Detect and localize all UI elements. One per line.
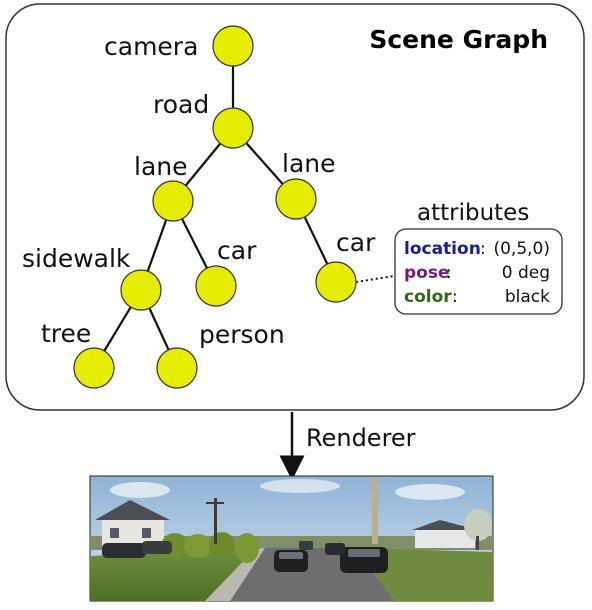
attr-key-color: color	[404, 287, 452, 307]
graph-nodes	[73, 25, 357, 389]
attributes-rows: location : (0,5,0) pose : 0 deg color : …	[404, 239, 550, 307]
attr-value-color: black	[505, 287, 550, 307]
attr-colon-pose: :	[446, 263, 452, 283]
attributes-box	[394, 228, 563, 315]
node-label-camera: camera	[104, 32, 198, 61]
attr-colon-location: :	[480, 239, 486, 259]
node-label-lane-right: lane	[282, 149, 336, 178]
attributes-connector	[355, 275, 395, 283]
node-road	[212, 107, 254, 149]
attr-value-location: (0,5,0)	[493, 239, 550, 259]
node-sidewalk	[120, 269, 162, 311]
attr-key-pose: pose	[404, 263, 450, 283]
node-camera	[212, 25, 254, 67]
node-person	[156, 347, 198, 389]
attr-key-location: location	[404, 239, 481, 259]
node-label-sidewalk: sidewalk	[22, 244, 131, 273]
attr-colon-color: :	[452, 287, 458, 307]
node-lane1	[152, 180, 194, 222]
rendered-scene-image	[89, 475, 494, 602]
attr-value-pose: 0 deg	[502, 263, 550, 283]
attributes-heading: attributes	[417, 200, 529, 226]
diagram-title: Scene Graph	[369, 25, 548, 54]
node-car2	[315, 261, 357, 303]
node-labels: camera road lane lane sidewalk car car t…	[22, 32, 376, 349]
node-label-lane-left: lane	[134, 152, 188, 181]
node-label-tree: tree	[41, 319, 91, 348]
node-label-car-left: car	[217, 236, 257, 265]
node-label-road: road	[153, 90, 209, 119]
node-car1	[195, 265, 237, 307]
node-label-person: person	[199, 320, 285, 349]
node-tree	[73, 347, 115, 389]
node-label-car-right: car	[336, 228, 376, 257]
renderer-label: Renderer	[306, 424, 416, 452]
node-lane2	[275, 178, 317, 220]
